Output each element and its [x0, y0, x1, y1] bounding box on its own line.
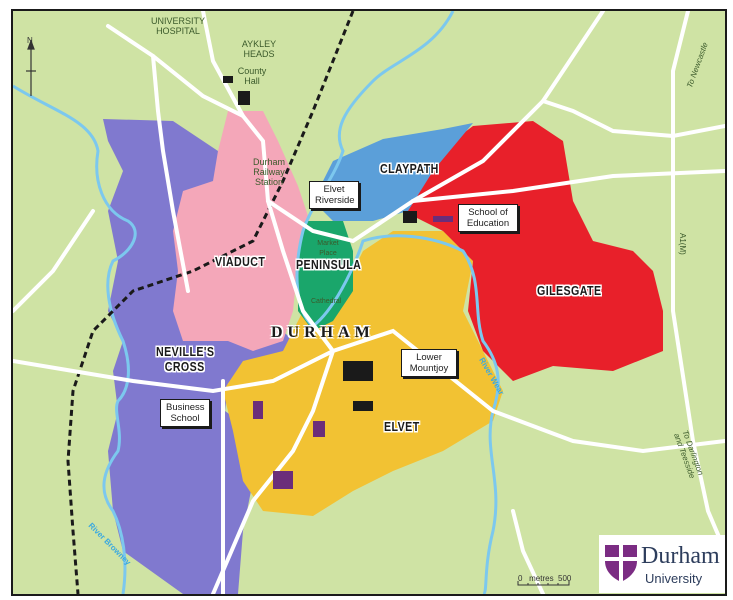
north-arrow-icon — [26, 39, 36, 96]
university-buildings — [253, 216, 453, 489]
durham-university-logo: Durham University — [599, 535, 725, 593]
callout-elvet-riverside: Elvet Riverside — [309, 181, 359, 209]
zone-label-viaduct: VIADUCT — [215, 254, 266, 269]
place-county-hall: County Hall — [237, 66, 267, 86]
place-university-hospital: UNIVERSITY HOSPITAL — [150, 16, 205, 36]
buildings — [223, 76, 417, 411]
scale-label: 0 metres 500 — [518, 574, 572, 583]
zone-label-nevilles-cross: NEVILLE'S CROSS — [156, 344, 215, 374]
map-canvas — [13, 11, 725, 594]
river-wear — [295, 11, 500, 594]
shield-icon — [605, 545, 637, 582]
place-railway-station: Durham Railway Station — [252, 157, 285, 187]
place-market-place: Market Place — [317, 240, 339, 257]
callout-business-school: Business School — [160, 399, 210, 427]
north-label: N — [27, 36, 33, 45]
place-cathedral: Cathedral — [311, 298, 342, 305]
place-aykley-heads: AYKLEY HEADS — [241, 39, 277, 59]
zone-gilesgate — [393, 121, 663, 381]
map-title: DURHAM — [271, 324, 375, 341]
zone-viaduct — [173, 111, 308, 351]
zone-label-elvet: ELVET — [384, 419, 420, 434]
zone-label-claypath: CLAYPATH — [380, 161, 439, 176]
scale-bar — [517, 581, 570, 586]
road-label-a1m: A1(M) — [678, 233, 687, 255]
river-browney — [13, 84, 137, 594]
campus-map: VIADUCT PENINSULA CLAYPATH GILESGATE NEV… — [11, 9, 727, 596]
logo-subtitle: University — [645, 571, 703, 586]
zone-label-gilesgate: GILESGATE — [537, 283, 602, 298]
roads — [13, 11, 725, 594]
callout-lower-mountjoy: Lower Mountjoy — [401, 349, 457, 377]
callout-school-of-education: School of Education — [458, 204, 518, 232]
zone-peninsula — [298, 221, 353, 331]
zone-label-peninsula: PENINSULA — [296, 257, 362, 272]
logo-wordmark: Durham — [641, 543, 720, 569]
railway-line — [66, 11, 355, 594]
